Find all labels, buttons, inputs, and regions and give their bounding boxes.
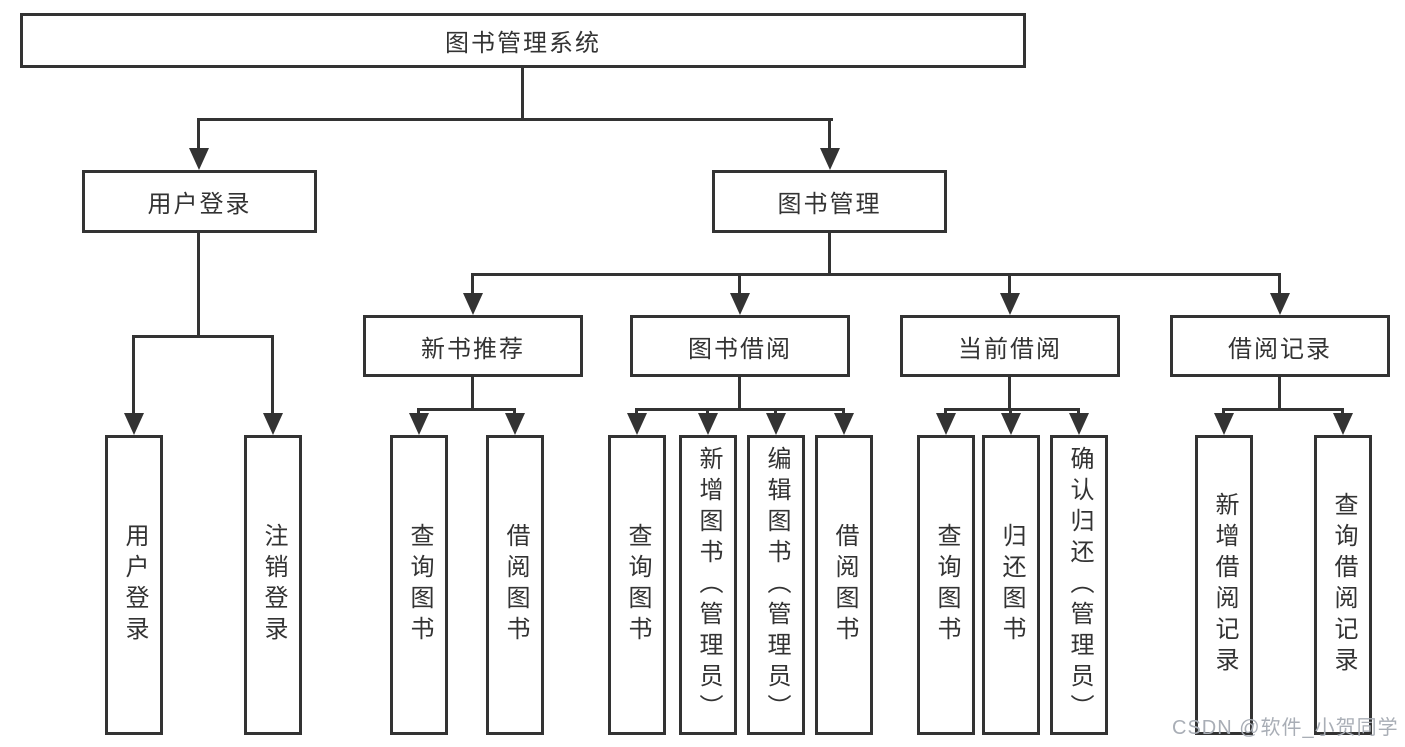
leaf-newbooks-query-label: 查询图书 [406,523,433,647]
leaf-borrow-add-admin-label: 新增图书（管理员） [695,445,722,725]
connector-records-hline [1222,408,1344,411]
arrow-records-leaf1 [1214,413,1234,435]
connector-login-down [197,233,200,337]
connector-login-hline [132,335,274,338]
leaf-borrow-borrow-label: 借阅图书 [831,523,858,647]
node-new-book-recommend: 新书推荐 [363,315,583,377]
leaf-newbooks-query: 查询图书 [390,435,448,735]
leaf-user-login: 用户登录 [105,435,163,735]
connector-newbooks-leaf1-stem [417,408,420,417]
connector-newbooks-leaf2-stem [513,408,516,417]
connector-l3-stem-2 [738,273,741,296]
connector-current-hline [944,408,1080,411]
arrow-to-new-books [463,293,483,315]
arrow-to-login-leaf1 [124,413,144,435]
connector-borrow-leaf3-stem [774,408,777,417]
arrow-to-book-borrow [730,293,750,315]
leaf-borrow-edit-admin-label: 编辑图书（管理员） [763,445,790,725]
arrow-to-login-leaf2 [263,413,283,435]
arrow-current-leaf3 [1069,413,1089,435]
connector-newbooks-down [471,377,474,411]
connector-mgmt-hline [471,273,1281,276]
connector-root-stem [521,68,524,121]
leaf-current-return-label: 归还图书 [998,523,1025,647]
connector-records-down [1278,377,1281,411]
leaf-newbooks-borrow-label: 借阅图书 [502,523,529,647]
leaf-current-query-label: 查询图书 [933,523,960,647]
arrow-to-book-mgmt [820,148,840,170]
connector-login-stem [197,118,200,151]
arrow-newbooks-leaf2 [505,413,525,435]
node-borrowing-records-label: 借阅记录 [1228,335,1332,363]
arrow-to-current-borrow [1000,293,1020,315]
csdn-watermark: CSDN @软件_小贺同学 [1172,717,1399,739]
leaf-borrow-query: 查询图书 [608,435,666,735]
connector-root-hline [197,118,833,121]
leaf-borrow-query-label: 查询图书 [624,523,651,647]
node-new-book-recommend-label: 新书推荐 [421,335,525,363]
node-user-login: 用户登录 [82,170,317,233]
leaf-records-add-label: 新增借阅记录 [1211,492,1238,678]
connector-records-leaf2-stem [1341,408,1344,417]
leaf-user-login-label: 用户登录 [121,523,148,647]
node-borrowing-records: 借阅记录 [1170,315,1390,377]
connector-mgmt-stem [828,118,831,151]
connector-l3-stem-1 [471,273,474,296]
leaf-records-query: 查询借阅记录 [1314,435,1372,735]
arrow-borrow-leaf2 [698,413,718,435]
node-current-borrowing: 当前借阅 [900,315,1120,377]
node-book-management-label: 图书管理 [777,191,882,218]
leaf-records-query-label: 查询借阅记录 [1330,492,1357,678]
connector-borrow-leaf2-stem [706,408,709,417]
node-root-label: 图书管理系统 [445,30,601,57]
connector-l3-stem-3 [1008,273,1011,296]
arrow-to-user-login [189,148,209,170]
connector-current-leaf2-stem [1009,408,1012,417]
arrow-borrow-leaf4 [834,413,854,435]
connector-borrow-leaf4-stem [842,408,845,417]
node-book-borrowing: 图书借阅 [630,315,850,377]
leaf-current-return: 归还图书 [982,435,1040,735]
connector-login-leaf1-stem [132,335,135,415]
connector-l3-stem-4 [1278,273,1281,296]
leaf-records-add: 新增借阅记录 [1195,435,1253,735]
node-book-borrowing-label: 图书借阅 [688,335,792,363]
arrow-current-leaf2 [1001,413,1021,435]
leaf-borrow-edit-admin: 编辑图书（管理员） [747,435,805,735]
arrow-newbooks-leaf1 [409,413,429,435]
arrow-to-borrow-records [1270,293,1290,315]
connector-current-leaf3-stem [1077,408,1080,417]
leaf-borrow-borrow: 借阅图书 [815,435,873,735]
node-user-login-label: 用户登录 [147,191,252,218]
leaf-current-query: 查询图书 [917,435,975,735]
node-root: 图书管理系统 [20,13,1026,68]
node-current-borrowing-label: 当前借阅 [958,335,1062,363]
arrow-borrow-leaf1 [627,413,647,435]
connector-current-down [1008,377,1011,411]
connector-borrow-hline [635,408,845,411]
connector-borrow-leaf1-stem [635,408,638,417]
leaf-logout: 注销登录 [244,435,302,735]
connector-newbooks-hline [417,408,516,411]
leaf-logout-label: 注销登录 [260,523,287,647]
connector-mgmt-down [828,233,831,275]
connector-login-leaf2-stem [271,335,274,415]
arrow-borrow-leaf3 [766,413,786,435]
leaf-borrow-add-admin: 新增图书（管理员） [679,435,737,735]
arrow-records-leaf2 [1333,413,1353,435]
leaf-newbooks-borrow: 借阅图书 [486,435,544,735]
leaf-current-confirm-admin-label: 确认归还（管理员） [1066,445,1093,725]
connector-borrow-down [738,377,741,411]
connector-records-leaf1-stem [1222,408,1225,417]
leaf-current-confirm-admin: 确认归还（管理员） [1050,435,1108,735]
connector-current-leaf1-stem [944,408,947,417]
arrow-current-leaf1 [936,413,956,435]
node-book-management: 图书管理 [712,170,947,233]
